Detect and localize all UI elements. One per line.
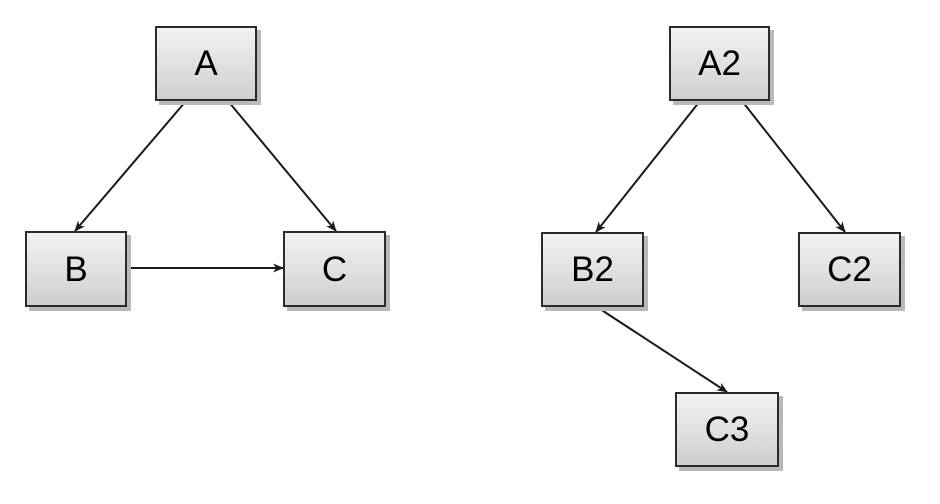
node-c2[interactable]: C2	[798, 232, 901, 307]
node-label: A2	[698, 44, 741, 83]
node-b[interactable]: B	[25, 231, 127, 307]
node-label: C3	[704, 410, 750, 449]
edge-a-to-c	[227, 100, 337, 232]
edge-group	[74, 100, 846, 393]
node-label: C	[321, 249, 348, 289]
edge-a2-to-c2	[741, 100, 846, 233]
node-c[interactable]: C	[283, 231, 386, 307]
node-a[interactable]: A	[155, 26, 257, 101]
edge-b2-to-c3	[596, 306, 728, 393]
node-label: A	[194, 44, 218, 83]
node-a2[interactable]: A2	[669, 26, 770, 101]
node-b2[interactable]: B2	[541, 232, 644, 307]
edge-a-to-b	[74, 100, 187, 232]
node-label: B	[64, 249, 88, 289]
edge-a2-to-b2	[595, 100, 701, 233]
node-label: C2	[827, 250, 872, 289]
node-label: B2	[571, 250, 614, 289]
node-c3[interactable]: C3	[675, 392, 779, 467]
